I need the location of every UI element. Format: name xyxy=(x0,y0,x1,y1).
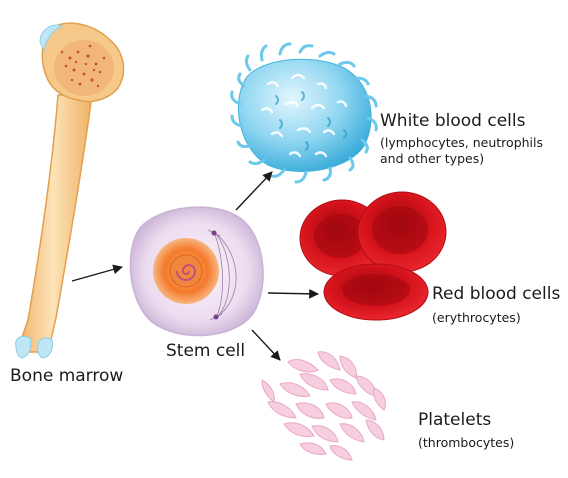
marrow-region xyxy=(54,40,114,96)
platelets-illustration xyxy=(261,351,387,461)
red-blood-cell-3 xyxy=(323,263,429,321)
platelets-title: Platelets xyxy=(418,410,492,430)
white-blood-cells-subtitle-1: (lymphocytes, neutrophils xyxy=(380,135,544,150)
arrow-bone-to-stem xyxy=(71,264,123,282)
stem-cell-label: Stem cell xyxy=(166,341,246,361)
red-blood-cells-subtitle: (erythrocytes) xyxy=(432,310,521,325)
bone-marrow-label: Bone marrow xyxy=(10,366,124,386)
centrosome-bottom xyxy=(213,314,219,320)
white-blood-cell-illustration xyxy=(230,42,378,184)
red-blood-cell-2 xyxy=(357,191,447,273)
arrow-stem-to-platelets xyxy=(251,329,281,361)
stem-cell-illustration xyxy=(129,206,264,337)
white-blood-cells-subtitle-2: and other types) xyxy=(380,151,485,166)
white-blood-cells-title: White blood cells xyxy=(380,111,526,131)
bone-cap-left xyxy=(15,335,32,359)
bone-illustration xyxy=(15,22,125,359)
bone-cap-top xyxy=(39,24,64,52)
red-blood-cells-title: Red blood cells xyxy=(432,284,561,304)
red-blood-cells-illustration xyxy=(299,191,447,321)
centrosome-top xyxy=(211,230,217,236)
platelets-subtitle: (thrombocytes) xyxy=(418,435,515,450)
bone-cap-right xyxy=(37,337,53,359)
arrow-stem-to-white xyxy=(235,171,273,211)
arrow-stem-to-red xyxy=(267,288,319,299)
